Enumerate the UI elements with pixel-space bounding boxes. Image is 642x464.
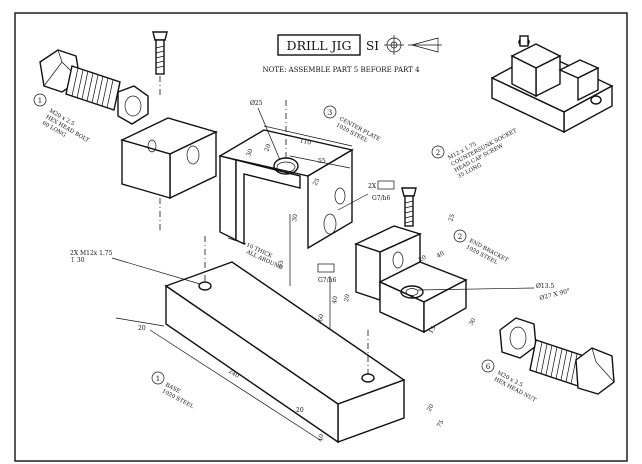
units-label: SI — [366, 39, 379, 53]
drawing-border — [14, 12, 628, 462]
part-4-num: 1 — [38, 97, 42, 105]
dim-55: 55 — [318, 158, 326, 165]
dim-20e: 20 — [296, 407, 304, 414]
part-2-num: 2 — [458, 233, 462, 241]
dim-tap-depth: ↧ 30 — [70, 257, 85, 264]
cap-screw-top — [152, 31, 168, 96]
dim-tap: 2X M12x 1.75 — [70, 250, 113, 257]
hex-nut — [499, 317, 537, 359]
assembly-note: NOTE: ASSEMBLE PART 5 BEFORE PART 4 — [262, 66, 420, 74]
dim-110: 110 — [299, 137, 312, 147]
part-5-line2: COUNTERSUNK SOCKET — [450, 128, 518, 168]
assembled-view — [490, 35, 614, 134]
dim-40b: 40 — [331, 295, 339, 304]
cap-screw-mid — [401, 187, 417, 227]
fit-g7h6: G7/h6 — [372, 195, 390, 202]
dim-30c: 30 — [468, 317, 478, 327]
lower-bolt — [529, 339, 615, 395]
part-6-num: 6 — [486, 363, 491, 371]
dim-30b: 30 — [291, 213, 299, 222]
dim-2x: 2X — [368, 183, 377, 190]
dim-25b: 25 — [312, 177, 322, 187]
dim-75: 75 — [436, 419, 446, 429]
dim-20d: 20 — [138, 325, 146, 332]
title-box — [277, 34, 361, 56]
part-5-num: 2 — [436, 149, 440, 157]
dim-d25: Ø25 — [250, 100, 263, 107]
fit-g7h6-b: G7/h6 — [318, 277, 336, 284]
part-3-num: 3 — [328, 109, 332, 117]
dim-65: 65 — [277, 259, 285, 268]
dim-20c: 20 — [343, 293, 351, 302]
dim-13-5: Ø13.5 — [536, 283, 554, 290]
part-1-num: 1 — [156, 375, 160, 383]
dim-20b: 20 — [418, 254, 428, 264]
dim-40c: 40 — [317, 433, 325, 442]
dim-20f: 20 — [426, 403, 436, 413]
dim-30a: 30 — [245, 148, 254, 158]
projection-symbol — [384, 35, 442, 55]
callout-part-3: 3 CENTER PLATE 1020 STEEL — [323, 105, 381, 144]
dim-40a: 40 — [436, 250, 446, 260]
callout-part-5: 2 M12 x 1.75 COUNTERSUNK SOCKET HEAD CAP… — [431, 128, 518, 180]
center-plate — [218, 100, 354, 250]
dim-25c: 25 — [447, 213, 456, 223]
drawing-title: DRILL JIG — [287, 38, 352, 53]
dim-20a: 20 — [263, 143, 272, 153]
callout-part-2: 2 END BRACKET 1020 STEEL — [453, 229, 509, 266]
callout-part-4: 1 M20 x 2.5 HEX HEAD BOLT 60 LONG — [33, 93, 90, 144]
base-plate — [164, 236, 406, 444]
left-end-block — [120, 117, 218, 230]
end-bracket — [354, 225, 468, 334]
dim-15: 15 — [428, 325, 438, 335]
hex-bolt — [39, 49, 149, 125]
dim-60: 60 — [317, 313, 325, 322]
callout-part-1: 1 BASE 1020 STEEL — [151, 371, 195, 410]
